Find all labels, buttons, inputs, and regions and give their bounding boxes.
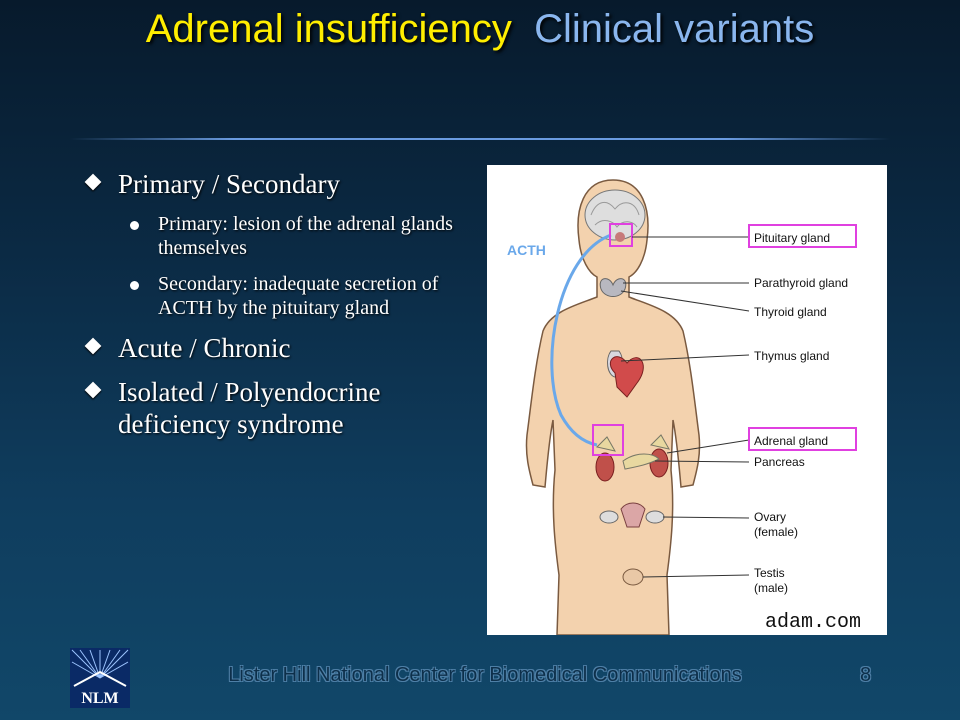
adrenal-gland-shape xyxy=(596,436,616,452)
adrenal-label-box xyxy=(748,427,857,451)
kidney-left xyxy=(595,452,615,482)
label-testis-sub: (male) xyxy=(754,581,788,595)
image-credit: adam.com xyxy=(765,611,861,634)
testis-shape xyxy=(622,568,644,586)
bullet-text: Primary / Secondary xyxy=(118,169,340,199)
bullet-item: Isolated / Polyendocrine deficiency synd… xyxy=(84,376,476,440)
uterus-shape xyxy=(620,502,646,528)
bullet-list: Primary / Secondary Primary: lesion of t… xyxy=(84,168,476,452)
bullet-text: Acute / Chronic xyxy=(118,333,291,363)
bullet-item: Primary / Secondary xyxy=(84,168,476,200)
label-pituitary: Pituitary gland xyxy=(754,231,830,245)
dot-bullet-icon xyxy=(130,221,139,230)
sub-bullet-text: Primary: lesion of the adrenal glands th… xyxy=(158,213,453,259)
ovary-left xyxy=(599,510,619,524)
label-ovary: Ovary xyxy=(754,510,786,524)
pancreas-shape xyxy=(622,453,660,470)
title-divider xyxy=(70,138,890,140)
sub-bullet-text: Secondary: inadequate secretion of ACTH … xyxy=(158,273,439,319)
sub-bullet-item: Secondary: inadequate secretion of ACTH … xyxy=(86,272,476,320)
body-silhouette xyxy=(525,179,701,635)
page-number: 8 xyxy=(860,664,872,686)
pituitary-gland-shape xyxy=(615,232,625,242)
label-thyroid: Thyroid gland xyxy=(754,305,827,319)
diamond-bullet-icon xyxy=(84,173,102,191)
brain xyxy=(584,189,646,241)
bullet-item: Acute / Chronic xyxy=(84,332,476,364)
diamond-bullet-icon xyxy=(84,337,102,355)
dot-bullet-icon xyxy=(130,281,139,290)
label-adrenal: Adrenal gland xyxy=(754,434,828,448)
label-ovary-sub: (female) xyxy=(754,525,798,539)
label-thymus: Thymus gland xyxy=(754,349,829,363)
kidney-right xyxy=(649,448,669,478)
acth-label: ACTH xyxy=(507,242,546,258)
title-part-1: Adrenal insufficiency xyxy=(145,7,512,51)
sub-bullet-item: Primary: lesion of the adrenal glands th… xyxy=(86,212,476,260)
label-pancreas: Pancreas xyxy=(754,455,805,469)
acth-arrow xyxy=(550,233,612,447)
diamond-bullet-icon xyxy=(84,381,102,399)
pituitary-label-box xyxy=(748,224,857,248)
nlm-logo: NLM xyxy=(70,648,130,708)
endocrine-illustration: ACTH Pituitary gland Parathyroid gland T… xyxy=(487,165,887,635)
ovary-right xyxy=(645,510,665,524)
title-part-2: Clinical variants xyxy=(534,7,815,51)
footer-text: Lister Hill National Center for Biomedic… xyxy=(228,664,742,686)
thyroid-gland-shape xyxy=(599,278,627,297)
bullet-text: Isolated / Polyendocrine deficiency synd… xyxy=(118,377,381,439)
endocrine-diagram-svg: ACTH Pituitary gland Parathyroid gland T… xyxy=(507,179,861,635)
label-testis: Testis xyxy=(754,566,785,580)
nlm-logo-text: NLM xyxy=(81,690,118,707)
slide-title: Adrenal insufficiency Clinical variants xyxy=(80,6,880,52)
adrenal-highlight-box xyxy=(592,424,624,456)
label-parathyroid: Parathyroid gland xyxy=(754,276,848,290)
pituitary-highlight-box xyxy=(609,223,633,247)
